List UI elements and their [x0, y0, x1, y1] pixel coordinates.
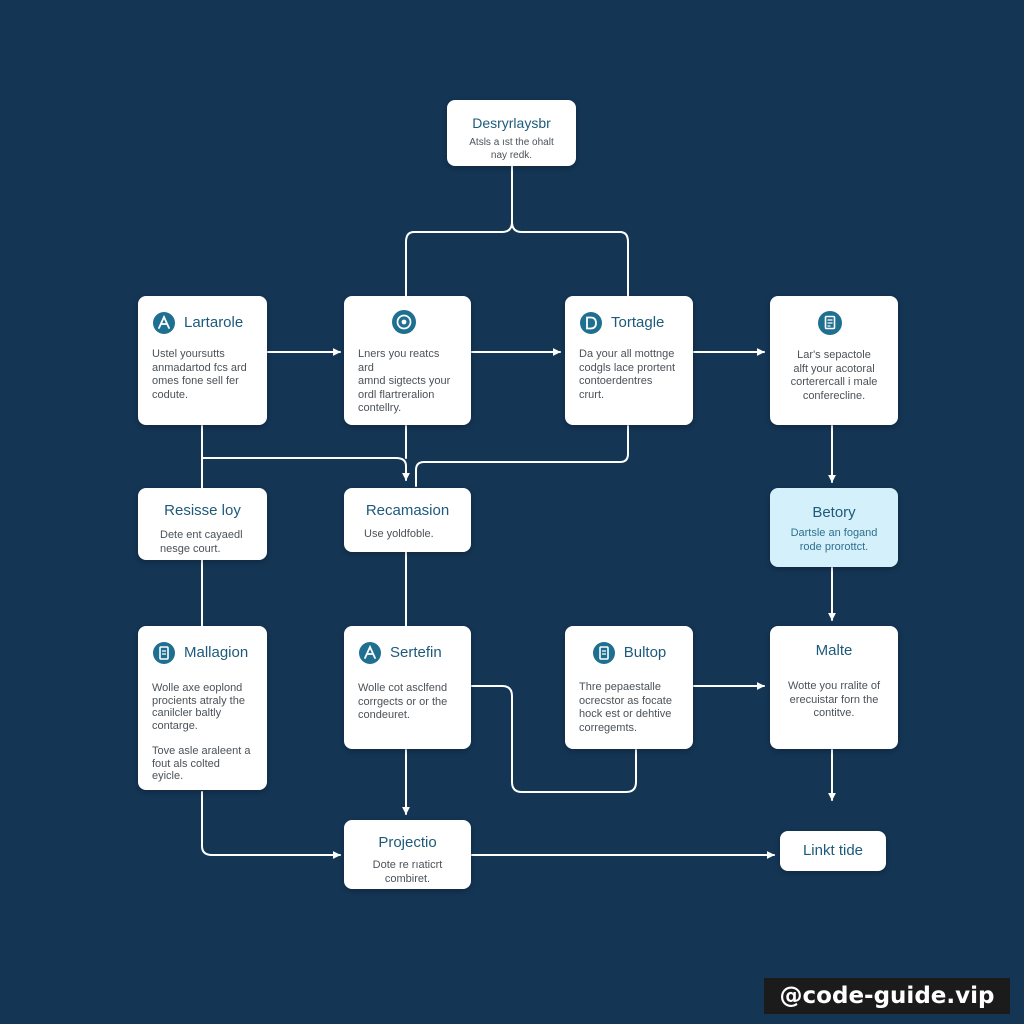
- connector-n9-to-n10: [471, 685, 637, 793]
- node-n13[interactable]: Linkt tide: [780, 831, 886, 871]
- node-n3[interactable]: Tortagle Da your all mottnge codgls lace…: [565, 296, 693, 425]
- node-n10[interactable]: Bultop Thre pepaestalle ocrecstor as foc…: [565, 626, 693, 749]
- node-n3-title: Tortagle: [611, 314, 665, 331]
- node-n8[interactable]: Mallagion Wolle axe eoplond procients at…: [138, 626, 267, 790]
- document-circle-icon: [817, 310, 843, 336]
- node-n5[interactable]: Resisse loy Dete ent cayaedl nesge court…: [138, 488, 267, 560]
- document-circle-icon: [152, 641, 176, 665]
- node-top-body: Atsls a ıst the ohalt nay redk.: [469, 137, 554, 161]
- letter-d-circle-icon: [579, 311, 603, 335]
- node-n3-body: Da your all mottnge codgls lace prortent…: [579, 348, 675, 401]
- node-top-title: Desryrlaysbr: [472, 115, 551, 131]
- node-n9-body: Wolle cot asclfend corrgects or or the c…: [358, 682, 448, 721]
- node-n13-title: Linkt tide: [802, 842, 864, 859]
- node-n10-body: Thre pepaestalle ocrecstor as focate hoc…: [579, 681, 672, 734]
- node-n4-body: Lar's sepactole alft your acotoral corte…: [790, 349, 878, 402]
- node-n11-title: Malte: [815, 642, 853, 659]
- node-n7-title: Betory: [812, 504, 856, 521]
- node-n6-title: Recamasion: [365, 502, 450, 519]
- connector-n1-to-n6: [201, 457, 410, 481]
- connector-top-branch: [405, 165, 629, 297]
- node-top[interactable]: Desryrlaysbr Atsls a ıst the ohalt nay r…: [447, 100, 576, 166]
- node-n11-body: Wotte you rralite of erecuistar forn the…: [787, 680, 881, 719]
- letter-a-circle-icon: [152, 311, 176, 335]
- target-circle-icon: [391, 309, 417, 335]
- connector-n3-to-n6: [415, 425, 629, 487]
- node-n5-title: Resisse loy: [164, 502, 241, 519]
- node-n12[interactable]: Projectio Dote re rıaticrt combiret.: [344, 820, 471, 889]
- node-n7-body: Dartsle an fogand rode prorottct.: [790, 527, 878, 553]
- node-n6[interactable]: Recamasion Use yoldfoble.: [344, 488, 471, 552]
- node-n12-title: Projectio: [378, 834, 437, 851]
- node-n9-title: Sertefin: [390, 644, 442, 661]
- node-n2[interactable]: Lners you reatcs ard amnd sigtects your …: [344, 296, 471, 425]
- node-n8-title: Mallagion: [184, 644, 249, 661]
- node-n9[interactable]: Sertefin Wolle cot asclfend corrgects or…: [344, 626, 471, 749]
- node-n6-body: Use yoldfoble.: [364, 528, 434, 540]
- node-n4[interactable]: Lar's sepactole alft your acotoral corte…: [770, 296, 898, 425]
- node-n11[interactable]: Malte Wotte you rralite of erecuistar fo…: [770, 626, 898, 749]
- arrow-n8-to-n12: [201, 791, 341, 859]
- node-n12-body: Dote re rıaticrt combiret.: [372, 859, 443, 885]
- node-n1-title: Lartarole: [184, 314, 244, 331]
- watermark: @code-guide.vip: [764, 978, 1010, 1014]
- node-n2-body: Lners you reatcs ard amnd sigtects your …: [358, 348, 451, 414]
- node-n7[interactable]: Betory Dartsle an fogand rode prorottct.: [770, 488, 898, 567]
- node-n1[interactable]: Lartarole Ustel yoursutts anmadartod fcs…: [138, 296, 267, 425]
- document-circle-icon: [592, 641, 616, 665]
- node-n5-body: Dete ent cayaedl nesge court.: [160, 529, 243, 555]
- letter-a-circle-icon: [358, 641, 382, 665]
- node-n10-title: Bultop: [623, 644, 667, 661]
- node-n8-body: Wolle axe eoplond procients atraly the c…: [152, 682, 251, 783]
- node-n1-body: Ustel yoursutts anmadartod fcs ard omes …: [152, 348, 247, 401]
